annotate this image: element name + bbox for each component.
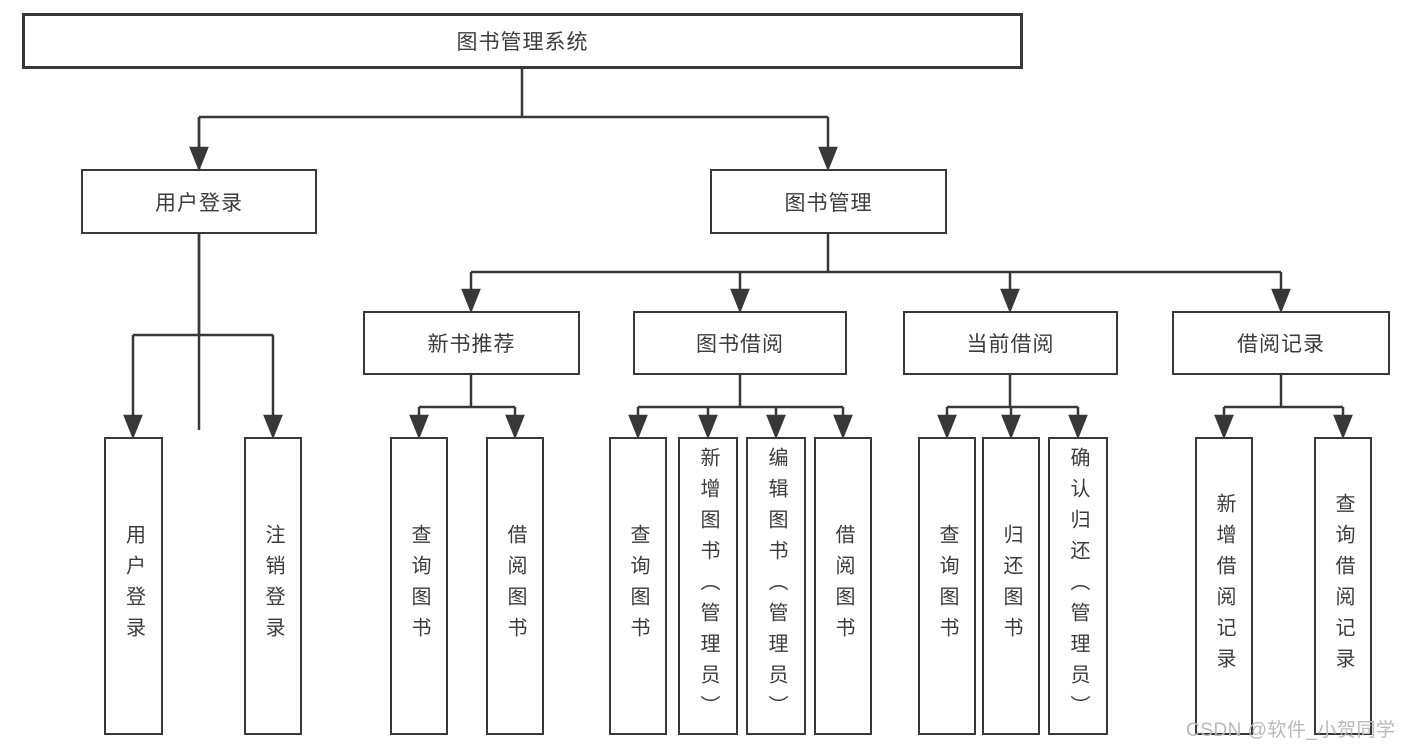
- node-book-management-label: 图书管理: [784, 191, 873, 215]
- leaf-edit-books-admin-label: 编辑图书（管理员）: [765, 446, 787, 726]
- node-user-login: 用户登录: [81, 169, 317, 234]
- leaf-logout: 注销登录: [244, 437, 302, 735]
- edge-bookborrow-to-leaves: [628, 375, 853, 440]
- node-new-book-recommend-label: 新书推荐: [427, 333, 516, 356]
- leaf-add-books-admin: 新增图书（管理员）: [678, 437, 738, 735]
- node-root-library-system: 图书管理系统: [22, 13, 1023, 69]
- leaf-add-books-admin-label: 新增图书（管理员）: [697, 446, 719, 726]
- node-root-label: 图书管理系统: [456, 31, 589, 54]
- leaf-return-books: 归还图书: [982, 437, 1040, 735]
- leaf-query-books-current-label: 查询图书: [936, 524, 958, 648]
- leaf-logout-label: 注销登录: [262, 524, 284, 648]
- leaf-query-borrow-record: 查询借阅记录: [1314, 437, 1372, 735]
- node-user-login-label: 用户登录: [155, 191, 243, 215]
- node-borrow-records: 借阅记录: [1172, 311, 1390, 375]
- leaf-query-books-recommend-label: 查询图书: [408, 524, 430, 648]
- edge-root-to-level2: [189, 69, 838, 430]
- leaf-query-books-current: 查询图书: [918, 437, 976, 735]
- node-borrow-records-label: 借阅记录: [1237, 333, 1325, 356]
- edge-borrowrecords-to-leaves: [1214, 375, 1353, 440]
- leaf-query-books-borrow: 查询图书: [609, 437, 667, 735]
- node-current-borrow-label: 当前借阅: [966, 333, 1055, 356]
- leaf-return-books-label: 归还图书: [1000, 524, 1022, 648]
- leaf-confirm-return-admin-label: 确认归还（管理员）: [1067, 446, 1089, 726]
- node-current-borrow: 当前借阅: [903, 311, 1118, 375]
- node-book-borrow-label: 图书借阅: [696, 333, 784, 356]
- leaf-add-borrow-record-label: 新增借阅记录: [1213, 493, 1235, 679]
- leaf-query-borrow-record-label: 查询借阅记录: [1332, 493, 1354, 679]
- node-new-book-recommend: 新书推荐: [363, 311, 580, 375]
- leaf-borrow-books: 借阅图书: [814, 437, 872, 735]
- leaf-confirm-return-admin: 确认归还（管理员）: [1048, 437, 1108, 735]
- edge-bookmgmt-to-level3: [461, 234, 1291, 314]
- leaf-borrow-books-recommend: 借阅图书: [486, 437, 544, 735]
- leaf-borrow-books-label: 借阅图书: [832, 524, 854, 648]
- edge-newbook-to-leaves: [409, 375, 525, 440]
- leaf-user-login: 用户登录: [104, 437, 163, 735]
- leaf-borrow-books-recommend-label: 借阅图书: [504, 524, 526, 648]
- leaf-query-books-borrow-label: 查询图书: [627, 524, 649, 648]
- node-book-borrow: 图书借阅: [633, 311, 847, 375]
- edge-currentborrow-to-leaves: [937, 375, 1088, 440]
- leaf-query-books-recommend: 查询图书: [390, 437, 448, 735]
- edge-userlogin-to-leaves: [123, 233, 283, 440]
- leaf-add-borrow-record: 新增借阅记录: [1195, 437, 1253, 735]
- csdn-watermark: CSDN @软件_小贺同学: [1186, 720, 1396, 741]
- leaf-user-login-label: 用户登录: [122, 524, 145, 648]
- leaf-edit-books-admin: 编辑图书（管理员）: [746, 437, 806, 735]
- node-book-management: 图书管理: [710, 169, 947, 234]
